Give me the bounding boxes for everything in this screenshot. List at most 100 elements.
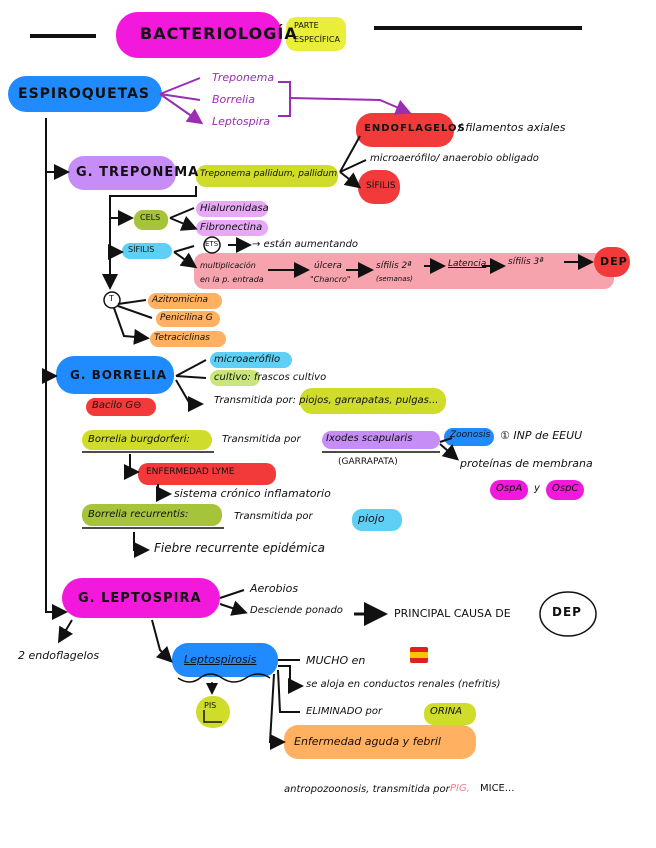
cels-highlight — [134, 210, 168, 230]
lyme-note: sistema crónico inflamatorio — [174, 487, 331, 500]
root-highlight — [8, 76, 162, 112]
burgdorferi-transmit: Transmitida por — [222, 434, 301, 445]
cultivo-highlight — [210, 370, 260, 386]
cels-item-0-highlight — [196, 201, 268, 217]
page-title: BACTERIOLOGÍA — [140, 24, 298, 43]
genus-list-item: Leptospira — [212, 115, 270, 128]
borrelia-highlight — [56, 356, 174, 394]
micro-borrelia-highlight — [210, 352, 292, 368]
orina-highlight — [424, 703, 476, 725]
leptospirosis-item: Enfermedad aguda y febril — [294, 735, 441, 748]
ospa-highlight — [490, 480, 528, 500]
treponema-label: G. TREPONEMA — [76, 165, 200, 180]
recurrentis-transmit: Transmitida por — [234, 511, 313, 522]
leptospirosis-item: MUCHO en — [306, 654, 366, 667]
root-label: ESPIROQUETAS — [18, 86, 151, 102]
treponema-highlight — [68, 156, 176, 190]
sifilis3-label: sífilis 3ª — [508, 257, 544, 267]
treatment-0-highlight — [148, 293, 222, 309]
recurrentis-label: Borrelia recurrentis: — [88, 509, 189, 520]
ets-note: → están aumentando — [252, 239, 359, 250]
ospa-ospc-conjunction: y — [534, 483, 540, 494]
tag-highlight — [286, 17, 346, 51]
burgdorferi-highlight — [82, 430, 212, 450]
bacilo-highlight — [86, 398, 156, 416]
treatment-1-highlight — [156, 311, 220, 327]
bottom-mice: MICE... — [480, 783, 515, 794]
leptospirosis-highlight — [172, 643, 278, 677]
sifilis2-label: sífilis 2ª — [376, 261, 412, 271]
febril-highlight — [284, 725, 476, 759]
borrelia-label: G. BORRELIA — [70, 368, 168, 382]
aerobios-label: Aerobios — [250, 582, 299, 595]
multiplication-label: multiplicación — [200, 261, 256, 270]
orina-label: ORINA — [430, 706, 463, 717]
chancro-label: "Chancro" — [310, 275, 351, 284]
zoonosis-highlight — [444, 428, 494, 446]
treatment-2-highlight — [150, 331, 226, 347]
cels-item-1-highlight — [196, 220, 268, 236]
piojo-highlight — [352, 509, 402, 531]
ets-label: ETS — [205, 240, 219, 248]
principal-label: PRINCIPAL CAUSA DE — [394, 607, 511, 620]
lyme-label: ENFERMEDAD LYME — [146, 467, 235, 477]
latencia-label: Latencia — [448, 259, 487, 269]
cels-label: CELS — [140, 213, 161, 222]
dep-leptospira-label: DEP — [552, 605, 582, 619]
ixodes-label: Ixodes scapularis — [326, 433, 413, 444]
title-highlight — [116, 12, 282, 58]
microaerofilo-label: microaerófilo — [370, 153, 437, 164]
borrelia-trait: cultivo: frascos cultivo — [214, 372, 327, 383]
endoflagelos-highlight — [356, 113, 454, 147]
sifilis-branch-label: SÍFILIS — [128, 245, 155, 254]
title-tag-line2: ESPECÍFICA — [294, 35, 340, 44]
burgdorferi-label: Borrelia burgdorferi: — [88, 434, 190, 445]
pis-label: PIS — [204, 701, 217, 710]
piojo-label: piojo — [358, 512, 385, 525]
leptospirosis-item: ELIMINADO por — [306, 706, 383, 717]
treponema-species: Treponema pallidum, pallidum — [200, 169, 338, 179]
leptospirosis-label: Leptospirosis — [184, 653, 257, 666]
cels-item: Hialuronidasa — [200, 203, 269, 214]
proteinas-label: proteínas de membrana — [460, 457, 593, 470]
lyme-highlight — [138, 463, 276, 485]
pseudo-label: Desciende ponado — [250, 605, 343, 616]
borrelia-trait: Transmitida por: piojos, garrapatas, pul… — [214, 395, 439, 406]
dep-red-highlight — [594, 247, 630, 277]
sifilis-course-highlight — [194, 253, 614, 289]
genus-list-item: Treponema — [212, 71, 275, 84]
leptospira-highlight — [62, 578, 220, 618]
sifilis2-note: (semanas) — [376, 275, 413, 283]
multiplication-note: en la p. entrada — [200, 275, 264, 284]
endoflagelos-note: / filamentos axiales — [458, 121, 566, 134]
bacilo-label: Bacilo G⊖ — [92, 400, 142, 411]
zoonosis-label: Zoonosis — [450, 430, 491, 440]
endoflagelos2-label: 2 endoflagelos — [18, 649, 100, 662]
ulcera-label: úlcera — [314, 261, 342, 271]
title-tag-line1: PARTE — [294, 21, 319, 30]
zoonosis-note: ① INP de EEUU — [500, 429, 583, 442]
flag-icon — [410, 647, 428, 663]
treatment-item: Penicilina G — [160, 313, 213, 323]
treatment-symbol: T — [109, 294, 114, 303]
ospc-highlight — [546, 480, 584, 500]
bottom-note: antropozoonosis, transmitida por — [284, 784, 450, 795]
cels-item: Fibronectina — [200, 222, 263, 233]
treatment-item: Tetraciclinas — [154, 333, 210, 343]
ospa-label: OspA — [496, 483, 523, 494]
bottom-pis: PIG, — [450, 783, 470, 794]
genus-list-item: Borrelia — [212, 93, 255, 106]
dep-label: DEP — [600, 255, 628, 268]
species-highlight — [196, 165, 338, 187]
sifilis-cyan-highlight — [122, 243, 172, 259]
borrelia-trait: microaerófilo — [214, 354, 281, 365]
leptospirosis-item: se aloja en conductos renales (nefritis) — [306, 679, 501, 690]
sifilis-label: SÍFILIS — [366, 181, 396, 191]
ospc-label: OspC — [552, 483, 579, 494]
recurrentis-highlight — [82, 504, 222, 526]
fiebre-label: Fiebre recurrente epidémica — [154, 541, 325, 555]
endoflagelos-label: ENDOFLAGELOS — [364, 123, 466, 134]
ixodes-highlight — [322, 431, 440, 449]
transmit-borrelia-highlight — [300, 388, 446, 414]
